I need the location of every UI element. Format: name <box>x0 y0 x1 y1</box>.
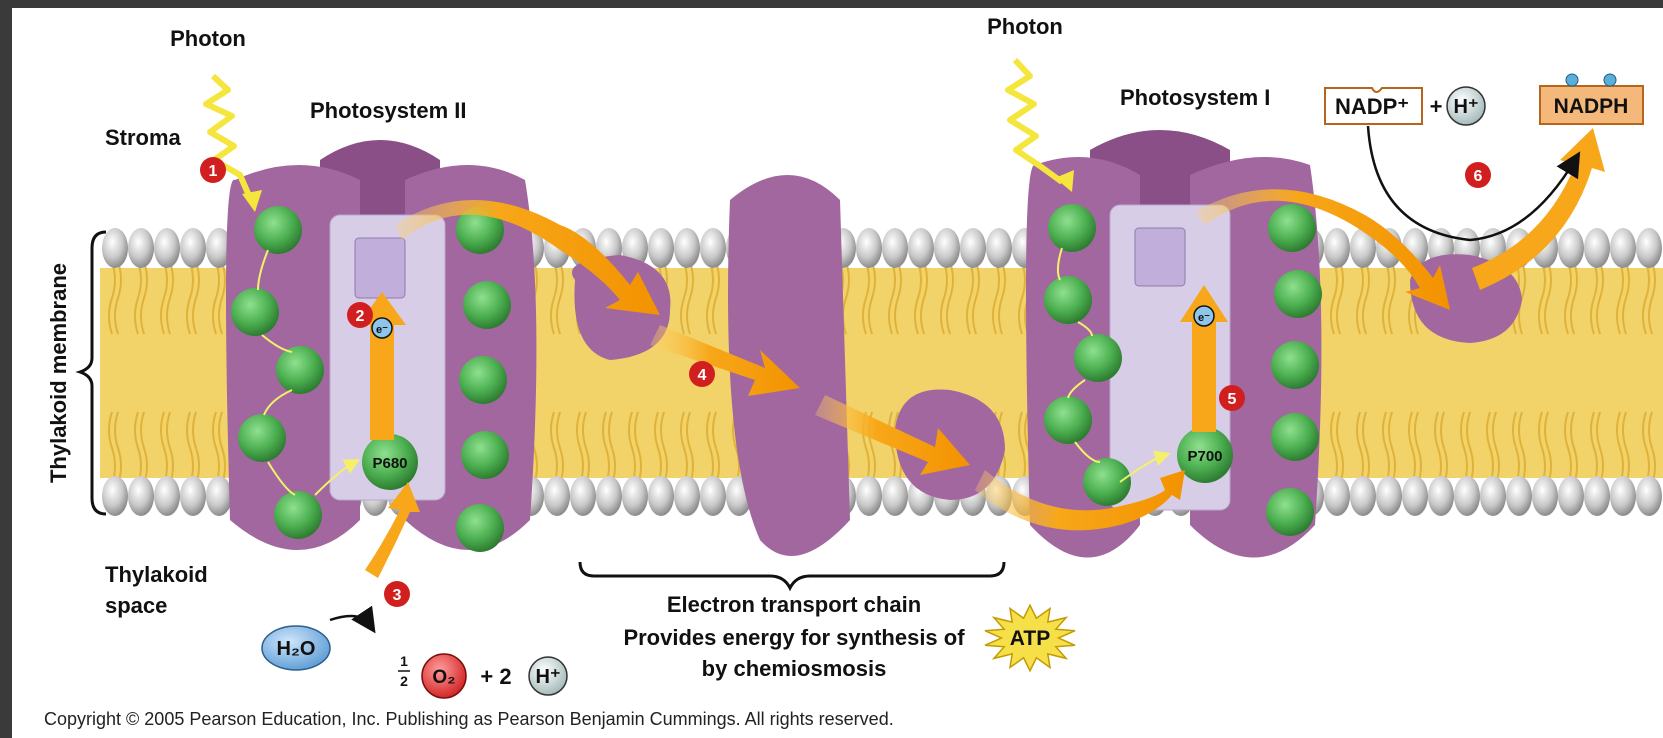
nadph-label: NADPH <box>1554 95 1629 118</box>
psi-primary-acceptor <box>1135 228 1185 286</box>
lipid-head <box>1636 228 1662 268</box>
p680-label: P680 <box>372 455 407 472</box>
lipid-head <box>1610 476 1636 516</box>
lipid-head <box>154 476 180 516</box>
photosystem-i-label: Photosystem I <box>1120 85 1270 110</box>
thylakoid-space-label-1: Thylakoid <box>105 562 208 587</box>
svg-text:3: 3 <box>393 587 402 604</box>
lipid-head <box>674 228 700 268</box>
lipid-head <box>674 476 700 516</box>
two-h-prefix: + 2 <box>480 664 511 689</box>
plus-sign: + <box>1430 94 1443 119</box>
lipid-head <box>1454 476 1480 516</box>
lipid-head <box>986 228 1012 268</box>
thylakoid-membrane-label: Thylakoid membrane <box>46 263 71 483</box>
lipid-head <box>856 228 882 268</box>
lipid-head <box>102 228 128 268</box>
lipid-head <box>596 476 622 516</box>
lipid-head <box>622 476 648 516</box>
lipid-head <box>180 228 206 268</box>
lipid-head <box>1506 476 1532 516</box>
energy-label-1: Provides energy for synthesis of <box>623 625 965 650</box>
svg-text:H⁺: H⁺ <box>536 666 561 688</box>
lipid-head <box>1402 476 1428 516</box>
svg-text:1: 1 <box>209 163 218 180</box>
lipid-head <box>1584 228 1610 268</box>
lipid-head <box>1324 228 1350 268</box>
water-splitting: H₂O 1 2 O₂ + 2 H⁺ <box>262 626 567 698</box>
lipid-head <box>908 228 934 268</box>
thylakoid-space-label-2: space <box>105 593 167 618</box>
lipid-head <box>1324 476 1350 516</box>
svg-text:H⁺: H⁺ <box>1454 96 1479 118</box>
oxygen-label: O₂ <box>432 667 455 688</box>
electron-badge-psii: e⁻ <box>372 318 392 338</box>
svg-text:2: 2 <box>356 308 365 325</box>
step-badge-2: 2 <box>347 302 373 328</box>
lipid-head <box>1558 228 1584 268</box>
svg-text:4: 4 <box>698 367 707 384</box>
lipid-head <box>934 228 960 268</box>
atp-burst: ATP <box>985 605 1075 671</box>
water-label: H₂O <box>277 638 316 660</box>
lipid-head <box>856 476 882 516</box>
lipid-head <box>1636 476 1662 516</box>
etc-bracket <box>580 562 1004 588</box>
svg-text:e⁻: e⁻ <box>1198 312 1210 324</box>
lipid-head <box>544 476 570 516</box>
lipid-head <box>648 476 674 516</box>
lipid-head <box>128 228 154 268</box>
step-badge-1: 1 <box>200 157 226 183</box>
lipid-head <box>180 476 206 516</box>
lipid-head <box>1584 476 1610 516</box>
lipid-head <box>1480 476 1506 516</box>
step-badge-6: 6 <box>1465 162 1491 188</box>
lipid-head <box>570 476 596 516</box>
step-badge-3: 3 <box>384 581 410 607</box>
svg-text:e⁻: e⁻ <box>376 324 388 336</box>
p700-label: P700 <box>1187 448 1222 465</box>
lipid-head <box>154 228 180 268</box>
fraction-denominator: 2 <box>400 673 408 689</box>
etc-label: Electron transport chain <box>667 592 921 617</box>
nadp-label: NADP⁺ <box>1335 94 1409 119</box>
electron-badge-psi: e⁻ <box>1194 306 1214 326</box>
svg-text:6: 6 <box>1474 168 1483 185</box>
svg-text:5: 5 <box>1228 391 1237 408</box>
psii-primary-acceptor <box>355 238 405 298</box>
hydrogen-dot <box>1604 74 1616 86</box>
lipid-head <box>1428 476 1454 516</box>
nadph-arrow <box>1472 128 1605 290</box>
hydrogen-dot <box>1566 74 1578 86</box>
photon-left-label: Photon <box>170 26 246 51</box>
atp-label: ATP <box>1010 627 1050 650</box>
fraction-numerator: 1 <box>400 653 408 669</box>
photosystem-ii-label: Photosystem II <box>310 98 466 123</box>
lipid-head <box>1376 476 1402 516</box>
lipid-head <box>700 228 726 268</box>
lipid-head <box>206 476 232 516</box>
lipid-head <box>1558 476 1584 516</box>
photon-right-label: Photon <box>987 14 1063 39</box>
lipid-head <box>882 228 908 268</box>
step-badge-4: 4 <box>689 361 715 387</box>
nadp-reaction: NADP⁺ + H⁺ NADPH <box>1325 74 1643 125</box>
stroma-label: Stroma <box>105 125 182 150</box>
copyright-notice: Copyright © 2005 Pearson Education, Inc.… <box>44 709 894 729</box>
lipid-head <box>960 228 986 268</box>
lipid-head <box>1532 476 1558 516</box>
lipid-head <box>648 228 674 268</box>
lipid-head <box>882 476 908 516</box>
step-badge-5: 5 <box>1219 385 1245 411</box>
lipid-head <box>102 476 128 516</box>
lipid-head <box>1610 228 1636 268</box>
lipid-head <box>1350 476 1376 516</box>
energy-label-2: by chemiosmosis <box>702 656 887 681</box>
lipid-head <box>700 476 726 516</box>
lipid-head <box>128 476 154 516</box>
oxygen-release-curve <box>330 616 370 625</box>
